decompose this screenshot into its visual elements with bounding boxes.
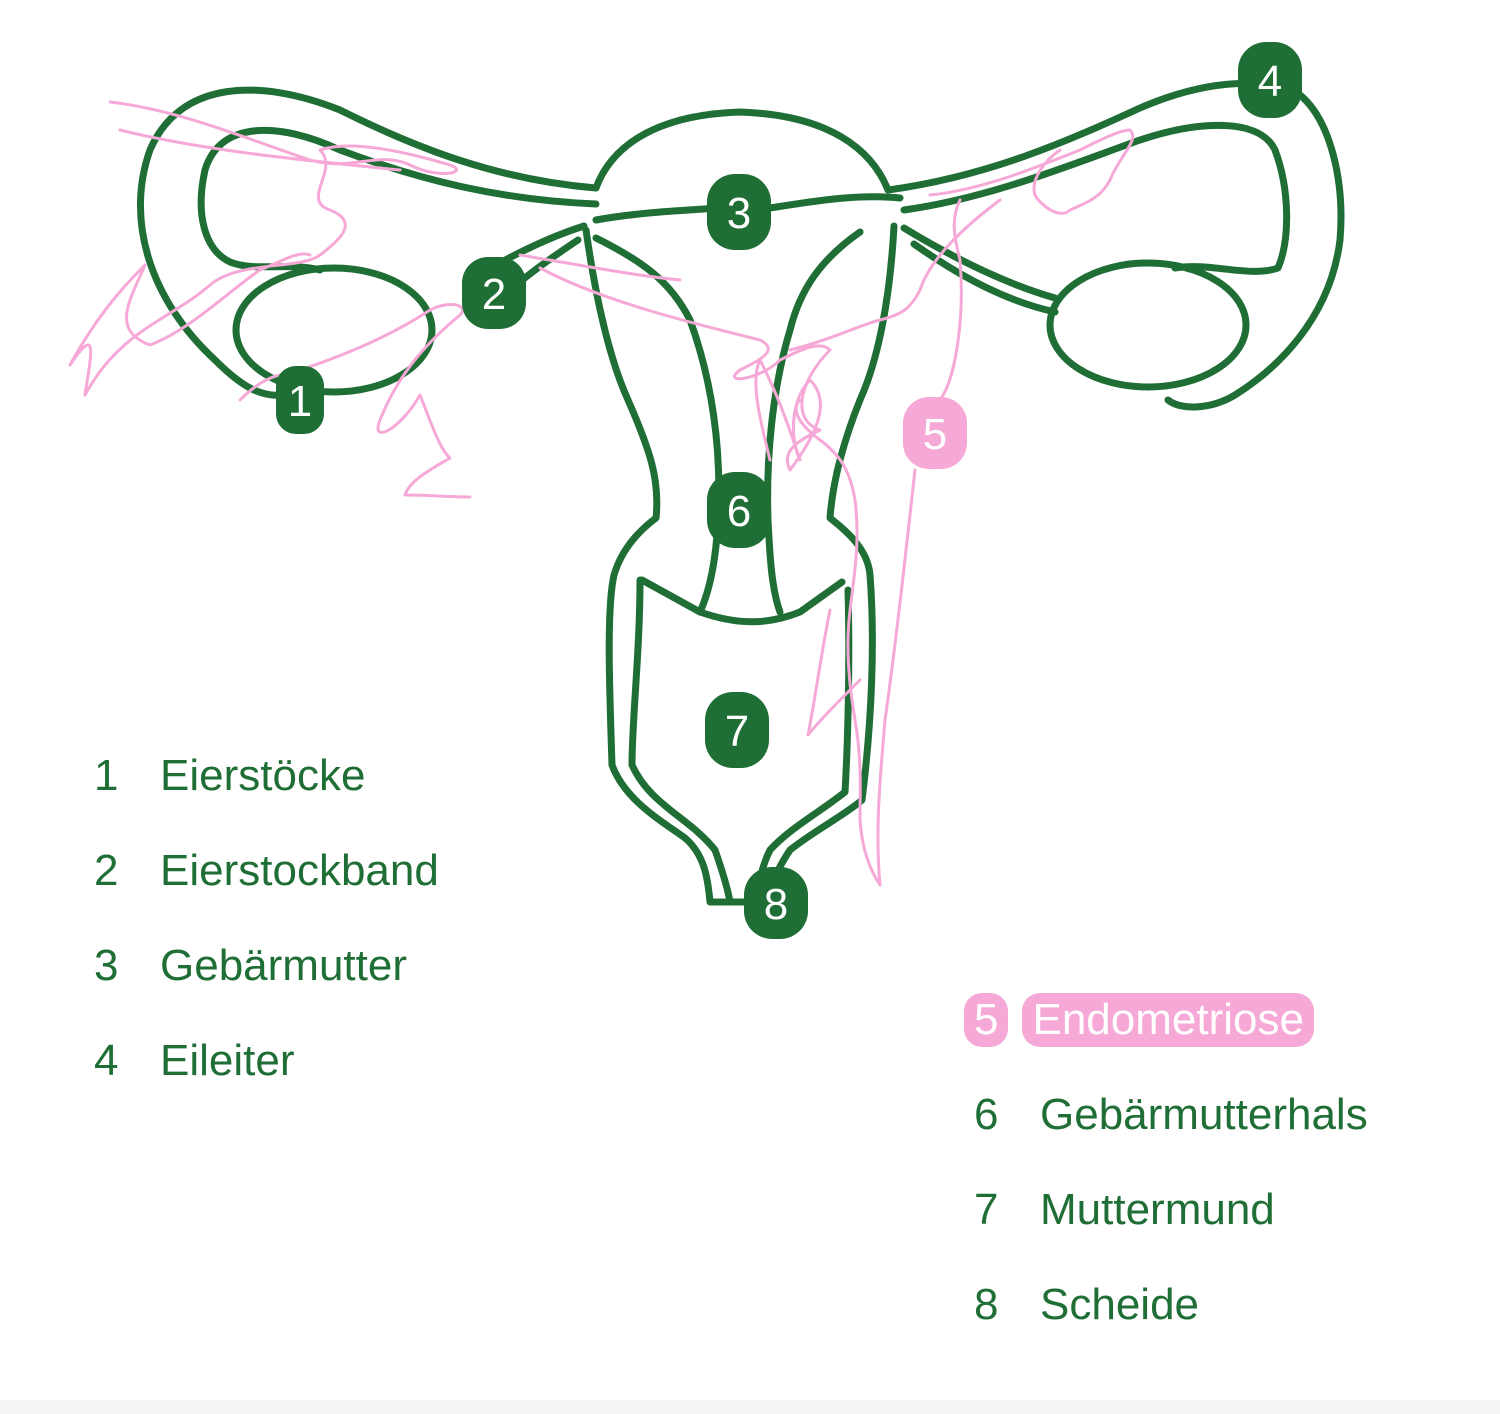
marker-1-number: 1 [288,377,312,426]
legend-label: Scheide [1040,1279,1200,1329]
marker-7: 7 [705,692,769,768]
marker-8: 8 [744,867,808,939]
organ-outline [136,80,1345,906]
legend-item-endometriosis: 5 Endometriose [964,972,1368,1067]
left-ovary-outline [232,264,436,396]
legend-item-ovaries: 1 Eierstöcke [94,728,439,823]
legend-label: Eileiter [160,1035,295,1085]
marker-7-number: 7 [725,707,749,756]
cervix-outline [638,576,846,626]
legend-label: Eierstockband [160,845,439,895]
lesion-left-tube [68,100,458,402]
legend-item-external-os: 7 Muttermund [974,1162,1368,1257]
lesion-right-wall [794,398,917,887]
right-ligament-outline [900,224,1059,316]
marker-6: 6 [707,472,771,548]
right-tube-outline [884,80,1345,411]
marker-2-number: 2 [482,270,506,319]
lesion-center [518,253,832,472]
legend-label: Eierstöcke [160,750,366,800]
uterus-body-outline [582,108,898,906]
legend-item-uterus: 3 Gebärmutter [94,918,439,1013]
legend-label: Endometriose [1022,992,1314,1047]
endometriosis-lesions [68,100,1135,887]
legend-left: 1 Eierstöcke 2 Eierstockband 3 Gebärmutt… [94,728,439,1108]
left-tube-outline [136,86,600,399]
legend-item-cervix: 6 Gebärmutterhals [974,1067,1368,1162]
legend-item-ovarian-ligament: 2 Eierstockband [94,823,439,918]
marker-8-number: 8 [764,880,788,929]
legend-right: 5 Endometriose 6 Gebärmutterhals 7 Mutte… [964,972,1368,1352]
marker-4-number: 4 [1258,57,1282,106]
marker-4: 4 [1238,42,1302,118]
right-ovary-outline [1046,259,1250,391]
lesion-right-tube [788,128,1135,402]
legend-label: Muttermund [1040,1184,1275,1234]
marker-3: 3 [707,174,771,250]
legend-item-fallopian-tube: 4 Eileiter [94,1013,439,1108]
marker-3-number: 3 [727,189,751,238]
legend-number: 7 [974,1184,999,1234]
marker-5-number: 5 [923,410,947,459]
cervical-canal-outline [592,228,864,616]
legend-number: 1 [94,750,119,800]
marker-5: 5 [903,397,967,469]
legend-item-vagina: 8 Scheide [974,1257,1368,1352]
legend-label: Gebärmutterhals [1040,1089,1368,1139]
legend-number: 5 [964,992,1009,1047]
legend-number: 6 [974,1089,999,1139]
legend-number: 3 [94,940,119,990]
legend-number: 8 [974,1279,999,1329]
legend-number: 4 [94,1035,119,1085]
marker-1: 1 [276,366,324,434]
lesion-left-ovary [298,303,472,499]
marker-2: 2 [462,257,526,329]
marker-6-number: 6 [727,487,751,536]
legend-label: Gebärmutter [160,940,407,990]
legend-number: 2 [94,845,119,895]
bottom-edge [0,1400,1500,1414]
